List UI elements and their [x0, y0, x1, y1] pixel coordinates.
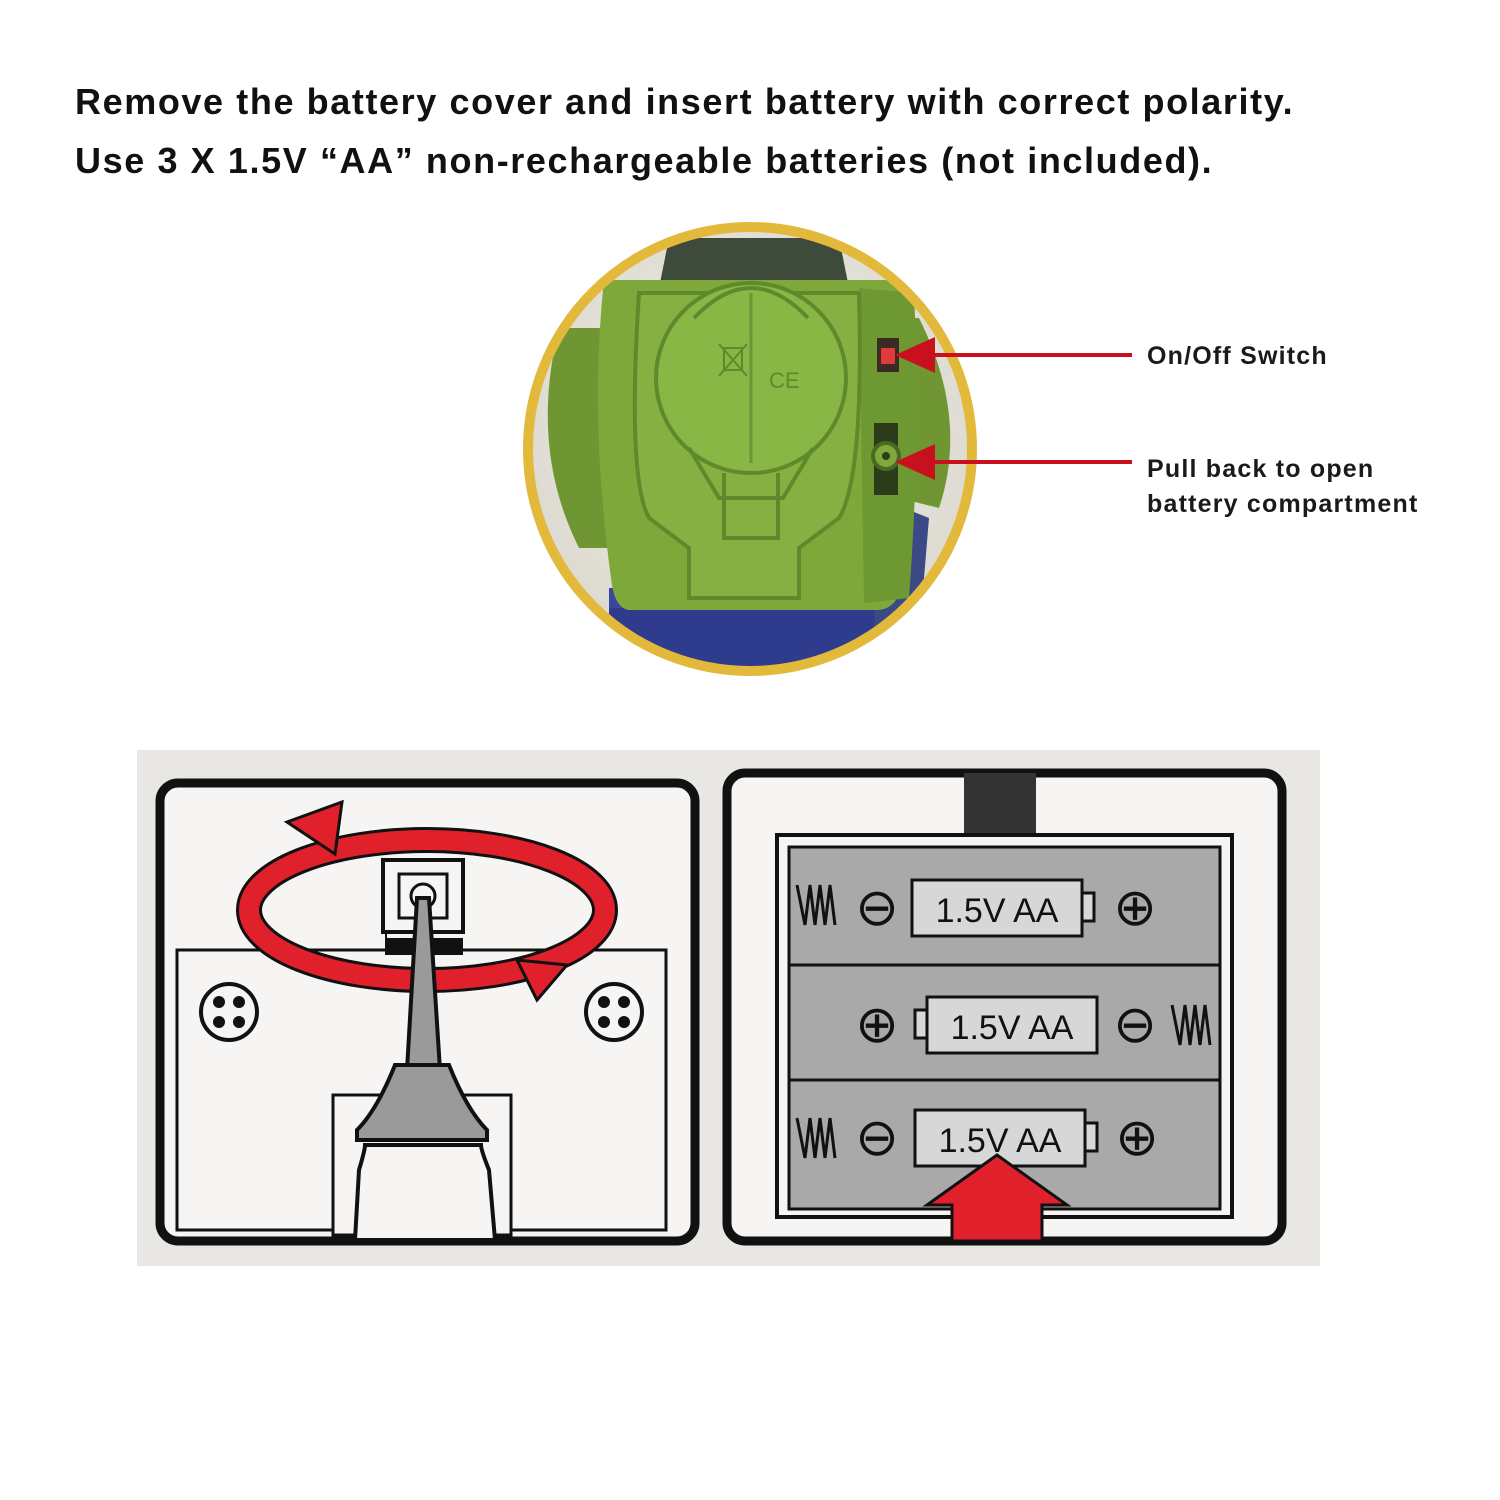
battery-3-left-terminal: ⊖ — [855, 1109, 899, 1167]
screwdriver — [352, 896, 498, 1242]
battery-3-right-terminal: ⊕ — [1115, 1109, 1159, 1167]
compartment-label-line-1: Pull back to open — [1147, 455, 1375, 483]
switch-arrow — [895, 337, 1132, 373]
compartment-label-line-2: battery compartment — [1147, 490, 1419, 518]
on-off-switch-callout: On/Off Switch — [1147, 339, 1328, 374]
battery-2-left-terminal: ⊕ — [855, 996, 899, 1054]
instructions: Remove the battery cover and insert batt… — [75, 72, 1475, 190]
instruction-line-1: Remove the battery cover and insert batt… — [75, 81, 1295, 122]
battery-diagram: ⊖ 1.5V AA ⊕ ⊕ 1.5V AA ⊖ ⊖ 1.5V AA ⊕ — [137, 750, 1320, 1266]
on-off-switch-label: On/Off Switch — [1147, 342, 1328, 370]
battery-compartment-callout: Pull back to open battery compartment — [1147, 452, 1418, 522]
toy-back-photo: CE — [523, 222, 977, 676]
battery-1-right-terminal: ⊕ — [1113, 879, 1157, 937]
battery-1-left-terminal: ⊖ — [855, 879, 899, 937]
battery-3-label: 1.5V AA — [939, 1122, 1062, 1160]
screw-panel — [155, 778, 700, 1246]
battery-2-right-terminal: ⊖ — [1113, 996, 1157, 1054]
screw-hole-left — [199, 982, 259, 1042]
compartment-arrow — [895, 444, 1132, 480]
battery-slot-3: ⊖ 1.5V AA ⊕ — [795, 1108, 1159, 1168]
battery-slot-1: ⊖ 1.5V AA ⊕ — [795, 878, 1157, 938]
instruction-line-2: Use 3 X 1.5V “AA” non-rechargeable batte… — [75, 140, 1214, 181]
battery-1-label: 1.5V AA — [936, 892, 1059, 930]
insert-arrow — [922, 1153, 1072, 1243]
battery-2-label: 1.5V AA — [951, 1009, 1074, 1047]
battery-panel: ⊖ 1.5V AA ⊕ ⊕ 1.5V AA ⊖ ⊖ 1.5V AA ⊕ — [722, 768, 1287, 1246]
screw-hole-right — [584, 982, 644, 1042]
battery-slot-2: ⊕ 1.5V AA ⊖ — [855, 995, 1212, 1055]
ce-mark: CE — [769, 368, 800, 393]
